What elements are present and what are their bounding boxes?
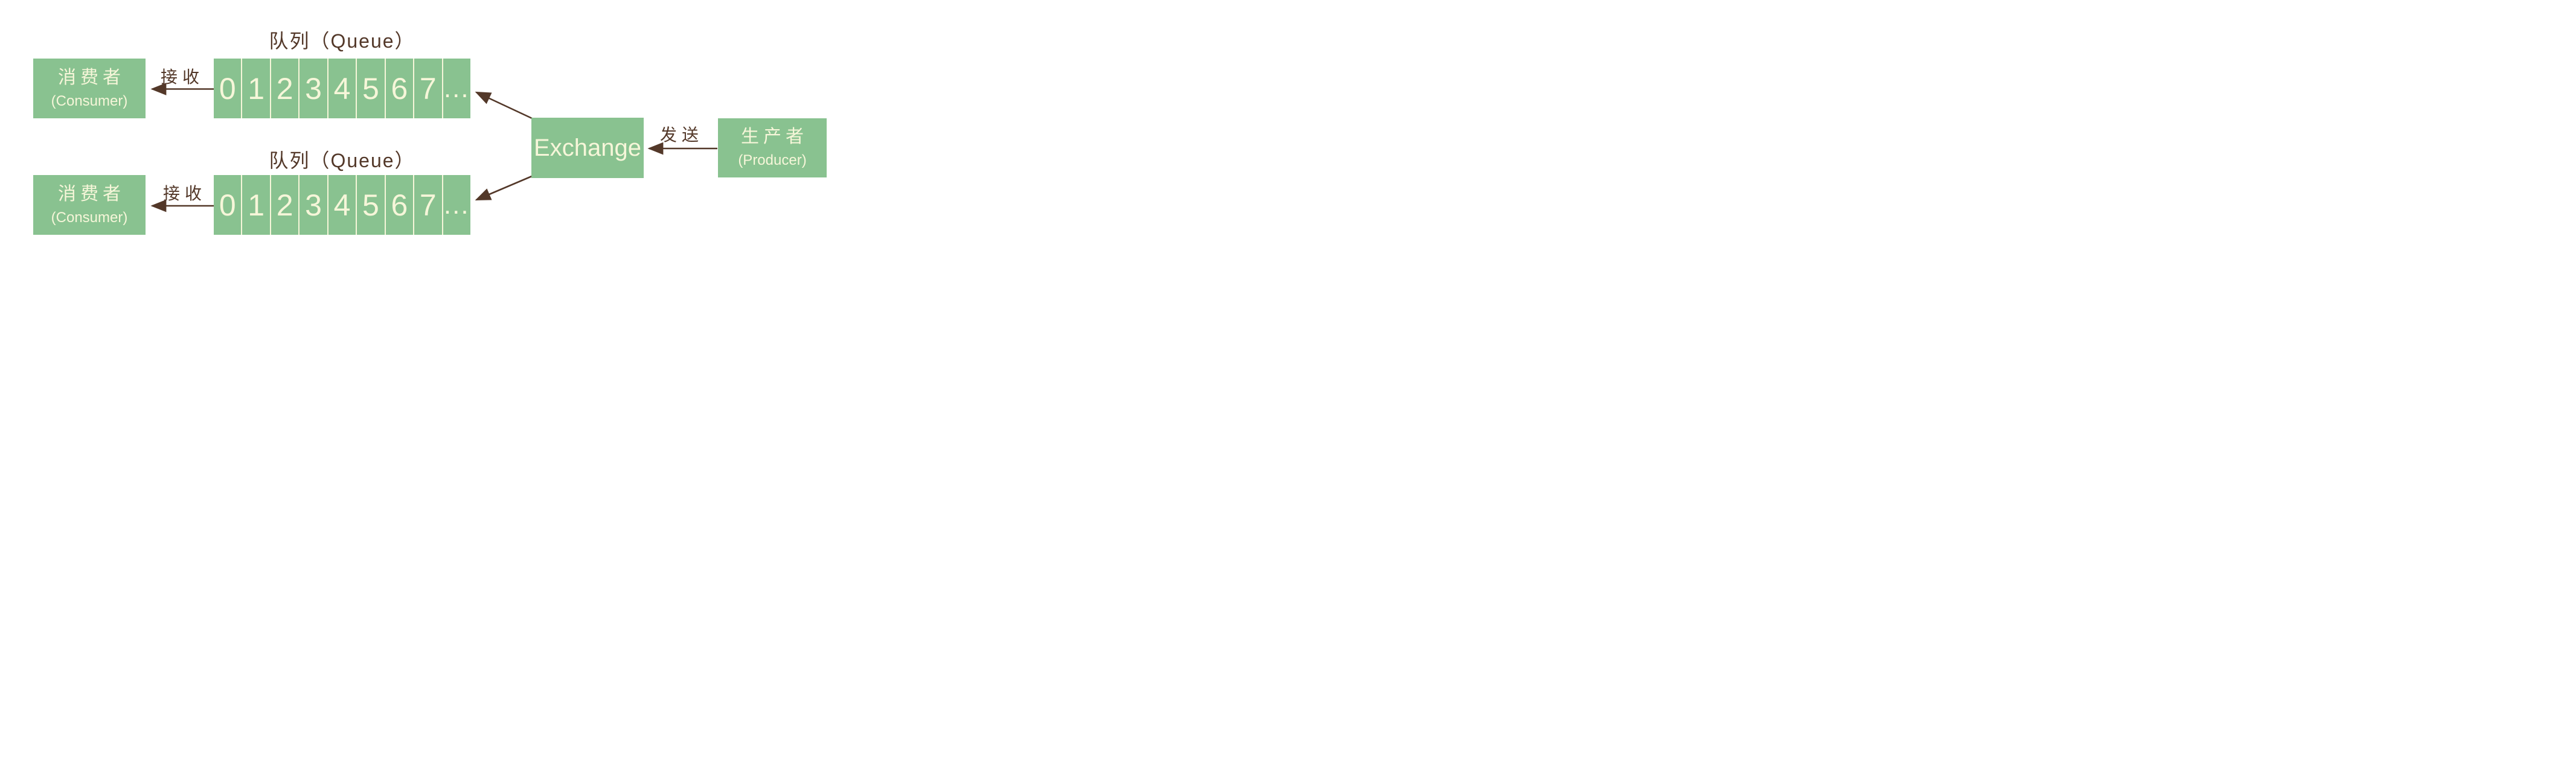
producer-title: 生产者 [741,127,808,147]
producer-box: 生产者 (Producer) [718,118,827,177]
queue-top-cell-5: 5 [356,59,384,118]
queue-bottom-cell-0: 0 [219,188,236,222]
queue-top-cell-0: 0 [219,71,236,106]
queue-top-cell-7: 7 [413,59,441,118]
arrow-route-top [475,91,534,120]
edge-label-receive-bottom: 接收 [162,184,207,203]
queue-top-box: 0 1 2 3 4 5 6 7 ... [214,59,470,118]
queue-top-title: 队列（Queue） [269,30,415,52]
queue-bottom-box: 0 1 2 3 4 5 6 7 ... [214,175,470,235]
queue-bottom-title: 队列（Queue） [269,150,415,171]
edge-label-receive-top: 接收 [160,68,204,86]
queue-bottom-cell-2: 2 [269,175,298,235]
queue-top-cell-3: 3 [298,59,327,118]
queue-bottom-cell-7: 7 [413,175,441,235]
consumer-bottom-subtitle: (Consumer) [51,209,128,226]
queue-bottom-cell-4: 4 [327,175,356,235]
queue-bottom-cell-5: 5 [356,175,384,235]
queue-bottom-cell-6: 6 [384,175,413,235]
queue-top-cell-1: 1 [241,59,269,118]
consumer-bottom-box: 消费者 (Consumer) [33,175,146,235]
edge-label-send: 发送 [659,126,703,144]
consumer-bottom-title: 消费者 [58,183,125,204]
queue-top-cell-6: 6 [384,59,413,118]
consumer-top-box: 消费者 (Consumer) [33,59,146,118]
queue-bottom-cell-1: 1 [241,175,269,235]
queue-top-cell-4: 4 [327,59,356,118]
queue-top-cell-2: 2 [269,59,298,118]
exchange-box: Exchange [531,118,644,178]
exchange-label: Exchange [534,135,641,161]
queue-bottom-cell-more: ... [441,175,470,235]
queue-bottom-cell-3: 3 [298,175,327,235]
diagram-canvas: 队列（Queue） 队列（Queue） 接收 接收 发送 消费者 (Consum… [0,0,859,258]
consumer-top-title: 消费者 [58,67,125,88]
consumer-top-subtitle: (Consumer) [51,92,128,109]
producer-subtitle: (Producer) [738,152,807,169]
queue-top-cell-more: ... [441,59,470,118]
arrow-route-bottom [475,174,534,201]
